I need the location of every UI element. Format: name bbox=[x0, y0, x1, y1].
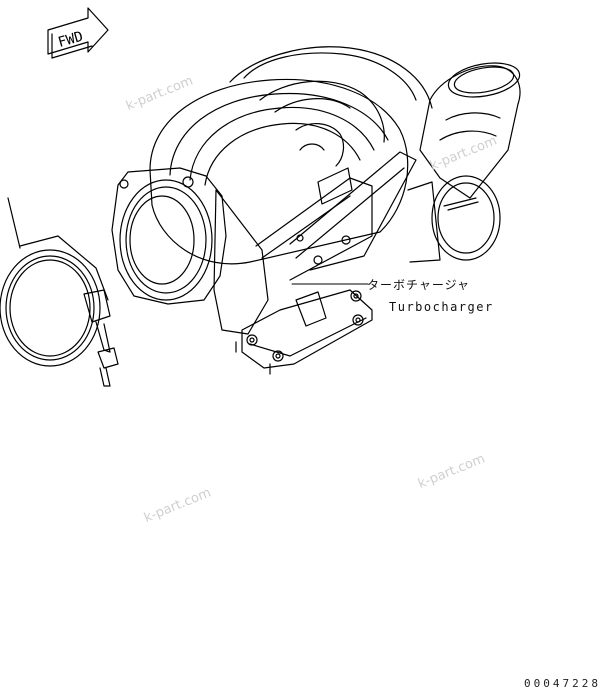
fwd-text: FWD bbox=[56, 29, 85, 51]
turbine-housing bbox=[149, 46, 433, 265]
part-label-jp: ターボチャージャ bbox=[367, 278, 471, 292]
bearing-housing bbox=[213, 151, 417, 335]
mounting-base bbox=[235, 289, 373, 375]
part-label-en: Turbocharger bbox=[389, 300, 494, 314]
compressor-inlet bbox=[111, 167, 227, 305]
v-band-clamp bbox=[0, 197, 119, 387]
outlet-flange bbox=[407, 175, 501, 263]
drawing-code: 00047228 bbox=[524, 677, 601, 690]
fwd-arrow-icon: FWD bbox=[47, 7, 109, 59]
exhaust-elbow bbox=[419, 62, 521, 199]
